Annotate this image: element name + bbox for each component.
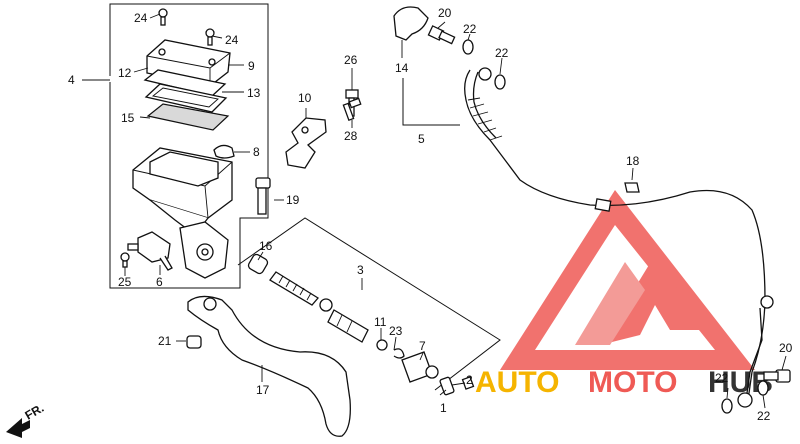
lever-holder <box>285 117 327 169</box>
watermark-word-auto: AUTO <box>475 366 559 399</box>
front-direction-label: FR. <box>23 401 47 423</box>
label-18: 18 <box>626 154 640 168</box>
front-direction-marker: FR. <box>6 401 46 438</box>
label-12: 12 <box>118 66 132 80</box>
part-labels: 24 24 4 12 9 13 15 8 19 10 26 28 6 25 21… <box>68 6 793 423</box>
washer-22-c <box>721 398 733 414</box>
label-1: 1 <box>440 401 447 415</box>
label-11: 11 <box>374 315 387 329</box>
label-17: 17 <box>256 383 270 397</box>
label-22-b: 22 <box>495 46 509 60</box>
label-24-top: 24 <box>134 11 148 25</box>
hose-bracket-line <box>402 78 460 126</box>
brake-lever <box>187 295 351 437</box>
master-cylinder-body <box>132 147 233 279</box>
label-21: 21 <box>158 334 172 348</box>
bolt-21 <box>186 335 202 349</box>
label-8: 8 <box>253 145 260 159</box>
label-20-top: 20 <box>438 6 452 20</box>
washer-22-b <box>494 74 506 90</box>
screw-24-right <box>205 28 215 46</box>
label-5: 5 <box>418 132 425 146</box>
pivot-bolt-19 <box>255 177 271 215</box>
label-16: 16 <box>259 239 273 253</box>
label-4: 4 <box>68 73 75 87</box>
washer-22-d <box>757 380 769 396</box>
watermark-word-moto: MOTO <box>588 366 677 399</box>
piston-kit <box>247 253 475 396</box>
gasket <box>146 103 230 131</box>
label-13: 13 <box>247 86 261 100</box>
label-15: 15 <box>121 111 135 125</box>
bolt-20-top <box>427 25 456 45</box>
bolt-28 <box>342 97 362 122</box>
label-22-c: 22 <box>715 371 729 385</box>
brake-switch <box>127 231 173 271</box>
watermark-logo <box>500 190 755 370</box>
label-28: 28 <box>344 129 358 143</box>
piston-kit-frame <box>237 217 501 391</box>
label-9: 9 <box>248 59 255 73</box>
label-23: 23 <box>389 324 403 338</box>
washer-22-a <box>462 39 474 55</box>
label-2: 2 <box>466 373 473 387</box>
label-26: 26 <box>344 53 358 67</box>
screw-25 <box>120 252 130 268</box>
label-14: 14 <box>395 61 409 75</box>
label-10: 10 <box>298 91 312 105</box>
label-19: 19 <box>286 193 300 207</box>
master-cylinder-frame <box>109 3 269 289</box>
label-3: 3 <box>357 263 364 277</box>
banjo-fitting-bottom <box>737 392 753 408</box>
clip-8 <box>213 144 235 159</box>
label-24-right: 24 <box>225 33 239 47</box>
bolt-20-bottom <box>763 369 791 383</box>
label-22-a: 22 <box>463 22 477 36</box>
label-20-bottom: 20 <box>779 341 793 355</box>
leader-lines <box>82 13 787 409</box>
label-7: 7 <box>419 339 426 353</box>
brake-hose <box>393 6 774 401</box>
label-25: 25 <box>118 275 132 289</box>
screw-24-top <box>158 8 168 26</box>
label-6: 6 <box>156 275 163 289</box>
label-22-d: 22 <box>757 409 771 423</box>
diaphragm <box>144 83 228 113</box>
